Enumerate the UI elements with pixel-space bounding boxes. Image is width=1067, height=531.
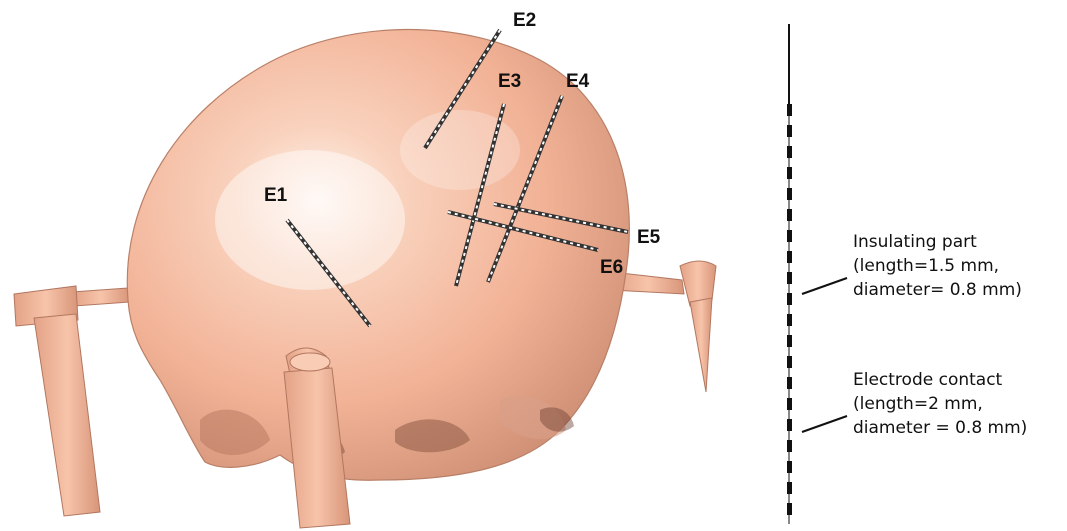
electrode-contact-segment (787, 146, 792, 158)
electrode-contact-segment (787, 251, 792, 263)
electrode-contact-segment (787, 419, 792, 431)
electrode-contact-segment (787, 482, 792, 494)
electrode-contact-segment (787, 335, 792, 347)
electrode-contact-segment (787, 272, 792, 284)
insulating-part-diameter: diameter= 0.8 mm) (853, 278, 1022, 302)
electrode-contact-segment (787, 104, 792, 116)
contact-leader-line (802, 416, 847, 432)
skull (127, 29, 629, 480)
electrode-contact-length: (length=2 mm, (853, 392, 1027, 416)
electrode-label-e6: E6 (600, 258, 623, 277)
insulating-part-length: (length=1.5 mm, (853, 254, 1022, 278)
insulating-part-title: Insulating part (853, 230, 1022, 254)
electrode-label-e4: E4 (566, 72, 589, 91)
electrode-schematic (787, 24, 792, 524)
electrode-contact-segment (787, 167, 792, 179)
electrode-contact-segment (787, 356, 792, 368)
insulating-leader-line (802, 278, 847, 294)
electrode-contact-segment (787, 293, 792, 305)
electrode-contact-annotation: Electrode contact (length=2 mm, diameter… (853, 368, 1027, 440)
electrode-label-e5: E5 (637, 228, 660, 247)
electrode-contact-segment (787, 209, 792, 221)
electrode-contact-segment (787, 440, 792, 452)
electrode-label-e2: E2 (513, 11, 536, 30)
electrode-contact-segment (787, 230, 792, 242)
electrode-contact-title: Electrode contact (853, 368, 1027, 392)
electrode-contact-segment (787, 314, 792, 326)
electrode-contact-diameter: diameter = 0.8 mm) (853, 416, 1027, 440)
electrode-label-e3: E3 (498, 72, 521, 91)
left-frame-pin (14, 286, 130, 516)
insulating-part-annotation: Insulating part (length=1.5 mm, diameter… (853, 230, 1022, 302)
electrode-contact-segment (787, 188, 792, 200)
right-frame-pin (612, 261, 716, 392)
electrode-contact-segment (787, 377, 792, 389)
electrode-contact-segment (787, 503, 792, 515)
electrode-contact-segment (787, 398, 792, 410)
electrode-contact-segment (787, 461, 792, 473)
electrode-contact-segment (787, 125, 792, 137)
electrode-label-e1: E1 (264, 186, 287, 205)
